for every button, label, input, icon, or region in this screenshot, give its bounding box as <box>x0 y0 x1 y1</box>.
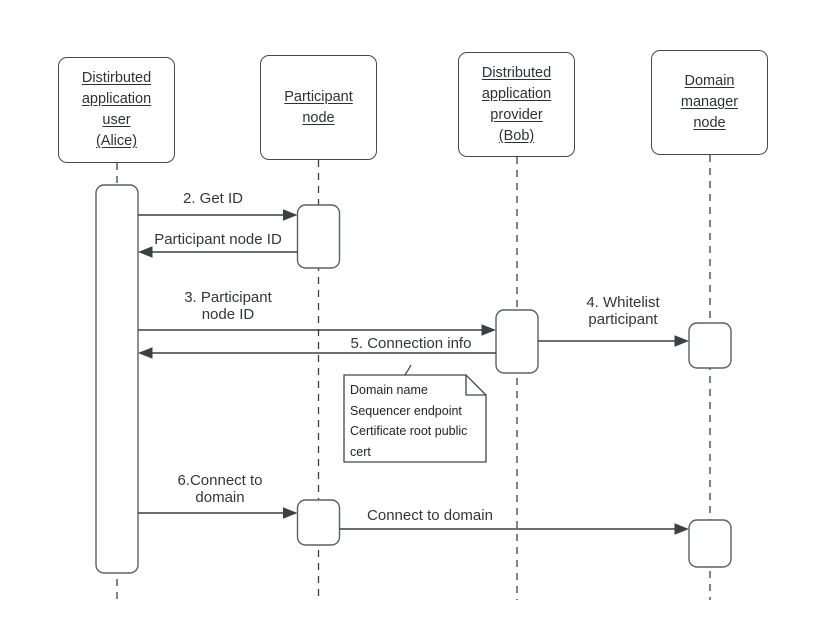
actor-distributed-application-provider: Distributed application provider (Bob) <box>458 52 575 157</box>
activation-participant-2 <box>296 499 341 546</box>
actor-label-line: Domain <box>684 73 735 89</box>
message-label-participant-node-id: 3. Participant node ID <box>178 289 278 323</box>
message-label-participant-node-id-reply: Participant node ID <box>137 231 299 248</box>
arrow-participant-node-id <box>138 324 496 336</box>
message-line: 6.Connect to <box>177 472 263 489</box>
message-line: Participant node ID <box>154 231 282 248</box>
message-label-connect-to-domain: 6.Connect to domain <box>169 472 271 506</box>
actor-label-line: (Bob) <box>498 127 535 144</box>
actor-label-line: Distirbuted <box>81 70 152 86</box>
activation-bob <box>495 309 539 374</box>
actor-label-line: (Alice) <box>95 133 138 149</box>
note-line: Sequencer endpoint <box>350 403 462 418</box>
arrow-connection-info <box>138 347 496 359</box>
actor-label-line: Distributed <box>481 64 552 81</box>
arrow-get-id <box>138 209 298 221</box>
actor-distributed-application-user: Distirbuted application user (Alice) <box>58 57 175 163</box>
note-line: cert <box>350 444 371 459</box>
actor-label-line: application <box>81 91 152 107</box>
message-label-connection-info: 5. Connection info <box>336 335 486 352</box>
activation-alice <box>95 184 139 574</box>
message-line: participant <box>588 311 658 328</box>
message-label-get-id: 2. Get ID <box>163 190 263 207</box>
note-fold <box>465 375 486 396</box>
arrow-connect-to-domain-forward <box>339 523 689 535</box>
message-line: Connect to domain <box>367 507 493 524</box>
note-shape <box>343 374 487 463</box>
note-connection-info-details: Domain name Sequencer endpoint Certifica… <box>350 380 482 462</box>
message-label-whitelist-participant: 4. Whitelist participant <box>577 294 669 328</box>
activation-domain-2 <box>688 519 732 568</box>
activation-domain-1 <box>688 322 732 369</box>
message-line: 3. Participant <box>184 289 272 306</box>
note-line: Certificate root public <box>350 424 468 438</box>
actor-participant-node: Participant node <box>260 55 377 160</box>
actor-domain-manager-node: Domain manager node <box>651 50 768 155</box>
actor-label-line: Participant <box>284 88 353 105</box>
actor-label-line: user <box>102 112 131 128</box>
actor-label-line: node <box>693 115 726 131</box>
message-line: 5. Connection info <box>350 335 472 352</box>
arrow-connect-to-domain <box>138 507 298 519</box>
actor-label-line: manager <box>680 94 739 110</box>
actor-label-line: provider <box>490 106 543 123</box>
message-line: domain <box>195 489 245 506</box>
message-line: 2. Get ID <box>182 190 244 207</box>
activation-participant-1 <box>296 204 341 269</box>
actor-label-line: application <box>481 85 552 102</box>
arrow-participant-node-id-reply <box>138 246 298 258</box>
arrow-whitelist-participant <box>538 335 689 347</box>
message-line: node ID <box>201 306 255 323</box>
actor-label-line: node <box>302 109 335 126</box>
message-label-connect-to-domain-forward: Connect to domain <box>352 507 508 524</box>
note-line: Domain name <box>350 383 428 397</box>
message-line: 4. Whitelist <box>586 294 660 311</box>
